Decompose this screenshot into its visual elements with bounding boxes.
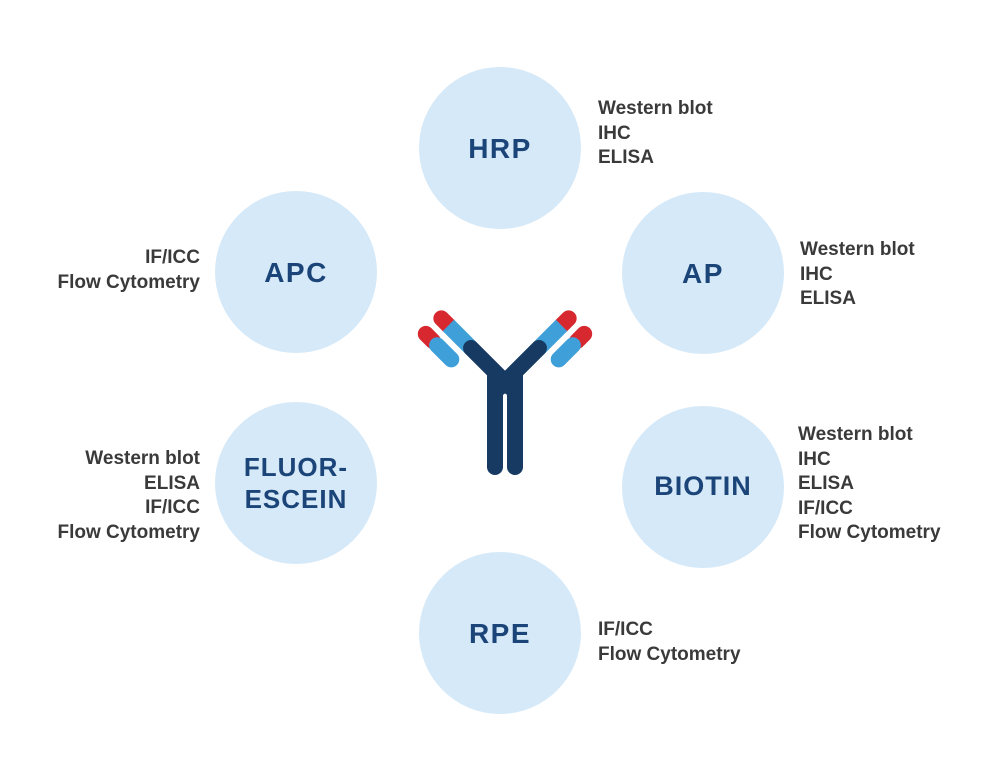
applications-rpe: IF/ICC Flow Cytometry	[598, 618, 741, 667]
app-item: ELISA	[598, 147, 654, 168]
node-label-rpe: RPE	[468, 617, 532, 649]
app-item: IF/ICC	[145, 247, 200, 268]
applications-hrp: Western blot IHC ELISA	[598, 97, 713, 171]
app-item: Flow Cytometry	[57, 521, 200, 543]
app-item: ELISA	[798, 473, 854, 494]
app-item: Flow Cytometry	[798, 522, 941, 543]
app-item: IHC	[798, 448, 831, 470]
node-circle-rpe: RPE	[419, 552, 581, 714]
node-circle-hrp: HRP	[419, 67, 581, 229]
node-label-hrp: HRP	[468, 132, 532, 164]
app-item: IF/ICC	[145, 497, 200, 518]
node-circle-fluorescein: FLUOR- ESCEIN	[215, 402, 377, 564]
node-label-biotin: BIOTIN	[654, 471, 752, 502]
node-label-ap: AP	[682, 257, 724, 289]
antibody-icon	[417, 310, 593, 475]
node-label-fluorescein: FLUOR- ESCEIN	[243, 451, 349, 515]
app-item: ELISA	[800, 288, 856, 309]
applications-biotin: Western blot IHC ELISA IF/ICC Flow Cytom…	[798, 423, 941, 546]
app-item: Western blot	[798, 424, 913, 445]
app-item: IHC	[598, 122, 631, 144]
applications-fluorescein: Western blot ELISA IF/ICC Flow Cytometry	[57, 447, 200, 545]
app-item: IF/ICC	[798, 497, 853, 519]
app-item: Flow Cytometry	[598, 643, 741, 665]
app-item: Western blot	[85, 448, 200, 469]
node-circle-apc: APC	[215, 191, 377, 353]
node-label-apc: APC	[264, 256, 328, 288]
antibody-right-arm	[491, 310, 593, 396]
applications-ap: Western blot IHC ELISA	[800, 238, 915, 312]
app-item: Western blot	[800, 239, 915, 260]
app-item: Flow Cytometry	[57, 271, 200, 293]
node-circle-biotin: BIOTIN	[622, 406, 784, 568]
app-item: IHC	[800, 263, 833, 285]
node-circle-ap: AP	[622, 192, 784, 354]
app-item: IF/ICC	[598, 619, 653, 640]
app-item: Western blot	[598, 98, 713, 119]
antibody-left-arm	[417, 310, 519, 396]
applications-apc: IF/ICC Flow Cytometry	[57, 246, 200, 295]
app-item: ELISA	[144, 472, 200, 494]
